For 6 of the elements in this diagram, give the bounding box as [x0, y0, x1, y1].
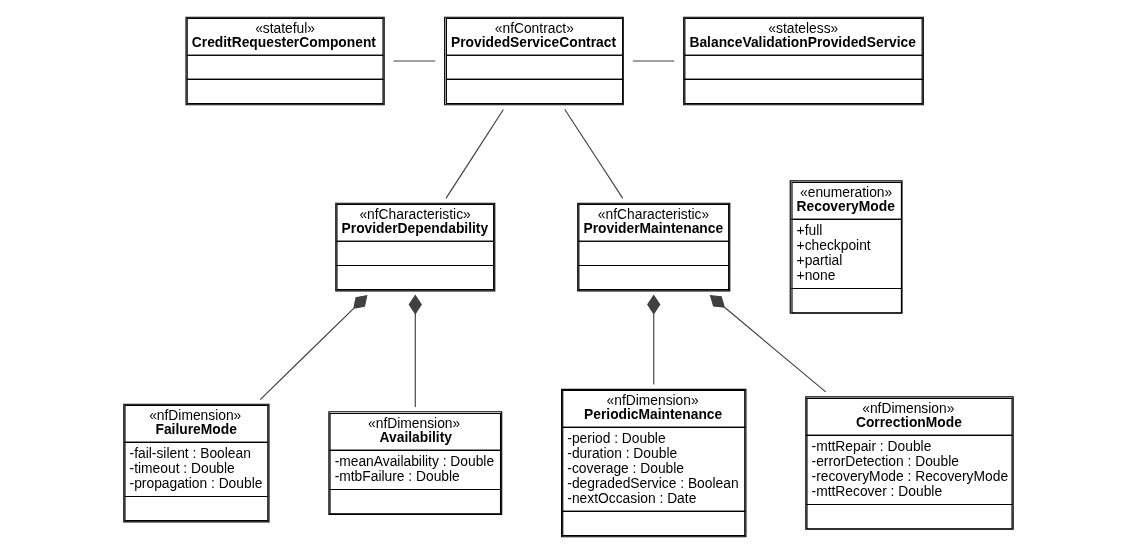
connector [408, 294, 422, 408]
connector [646, 294, 660, 385]
connector [709, 294, 826, 393]
connector [259, 294, 367, 401]
connector [563, 108, 623, 199]
connector [444, 108, 504, 199]
